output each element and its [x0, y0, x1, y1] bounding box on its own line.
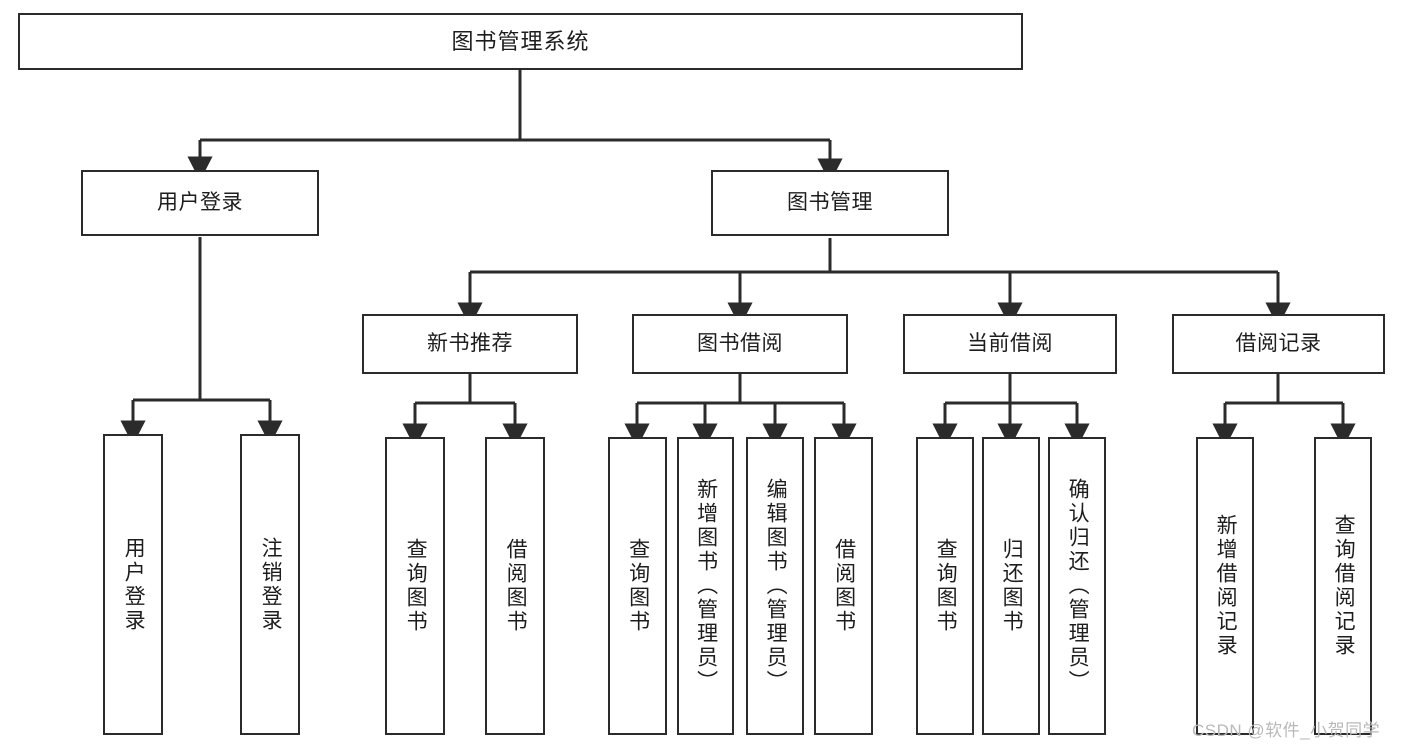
node-leaf-nb-query-book-label: 查询图书: [404, 538, 428, 634]
node-borrow-records[interactable]: 借阅记录: [1172, 314, 1385, 374]
node-root-system[interactable]: 图书管理系统: [18, 13, 1023, 70]
node-leaf-cb-query-book[interactable]: 查询图书: [916, 437, 974, 735]
node-book-management[interactable]: 图书管理: [711, 170, 949, 236]
csdn-watermark: CSDN @软件_小贺同学: [1192, 721, 1381, 740]
node-leaf-cb-return-book[interactable]: 归还图书: [982, 437, 1040, 735]
node-leaf-bb-edit-book-admin-label: 编辑图书（管理员）: [764, 478, 788, 694]
node-user-login[interactable]: 用户登录: [81, 170, 319, 236]
node-leaf-nb-borrow-book-label: 借阅图书: [504, 538, 528, 634]
node-book-borrow-label: 图书借阅: [697, 331, 783, 355]
node-root-system-label: 图书管理系统: [451, 28, 590, 54]
node-current-borrow[interactable]: 当前借阅: [903, 314, 1117, 374]
node-leaf-bb-query-book[interactable]: 查询图书: [608, 437, 667, 735]
node-leaf-logout-label: 注销登录: [259, 536, 283, 633]
node-user-login-label: 用户登录: [157, 190, 243, 214]
node-leaf-user-login-label: 用户登录: [122, 536, 146, 633]
node-book-borrow[interactable]: 图书借阅: [632, 314, 848, 374]
node-leaf-user-login[interactable]: 用户登录: [103, 434, 163, 735]
node-leaf-cb-confirm-return-admin[interactable]: 确认归还（管理员）: [1048, 437, 1106, 735]
node-leaf-br-query-record[interactable]: 查询借阅记录: [1314, 437, 1372, 735]
node-leaf-logout[interactable]: 注销登录: [240, 434, 300, 735]
node-new-book-recommend-label: 新书推荐: [427, 331, 513, 355]
node-leaf-bb-add-book-admin-label: 新增图书（管理员）: [694, 478, 718, 694]
node-leaf-bb-borrow-book[interactable]: 借阅图书: [814, 437, 873, 735]
node-leaf-cb-confirm-return-admin-label: 确认归还（管理员）: [1066, 478, 1090, 694]
node-leaf-bb-query-book-label: 查询图书: [626, 538, 650, 634]
node-borrow-records-label: 借阅记录: [1235, 331, 1322, 355]
node-leaf-nb-query-book[interactable]: 查询图书: [385, 437, 445, 735]
node-leaf-br-add-record-label: 新增借阅记录: [1214, 514, 1238, 658]
node-book-management-label: 图书管理: [787, 190, 873, 214]
node-current-borrow-label: 当前借阅: [967, 331, 1053, 355]
node-leaf-br-query-record-label: 查询借阅记录: [1332, 514, 1356, 658]
node-leaf-br-add-record[interactable]: 新增借阅记录: [1196, 437, 1254, 735]
node-leaf-cb-query-book-label: 查询图书: [934, 538, 958, 634]
node-leaf-bb-borrow-book-label: 借阅图书: [832, 538, 856, 634]
node-new-book-recommend[interactable]: 新书推荐: [362, 314, 578, 374]
node-leaf-cb-return-book-label: 归还图书: [1000, 538, 1024, 634]
node-leaf-bb-add-book-admin[interactable]: 新增图书（管理员）: [677, 437, 734, 735]
node-leaf-bb-edit-book-admin[interactable]: 编辑图书（管理员）: [746, 437, 804, 735]
node-leaf-nb-borrow-book[interactable]: 借阅图书: [485, 437, 545, 735]
